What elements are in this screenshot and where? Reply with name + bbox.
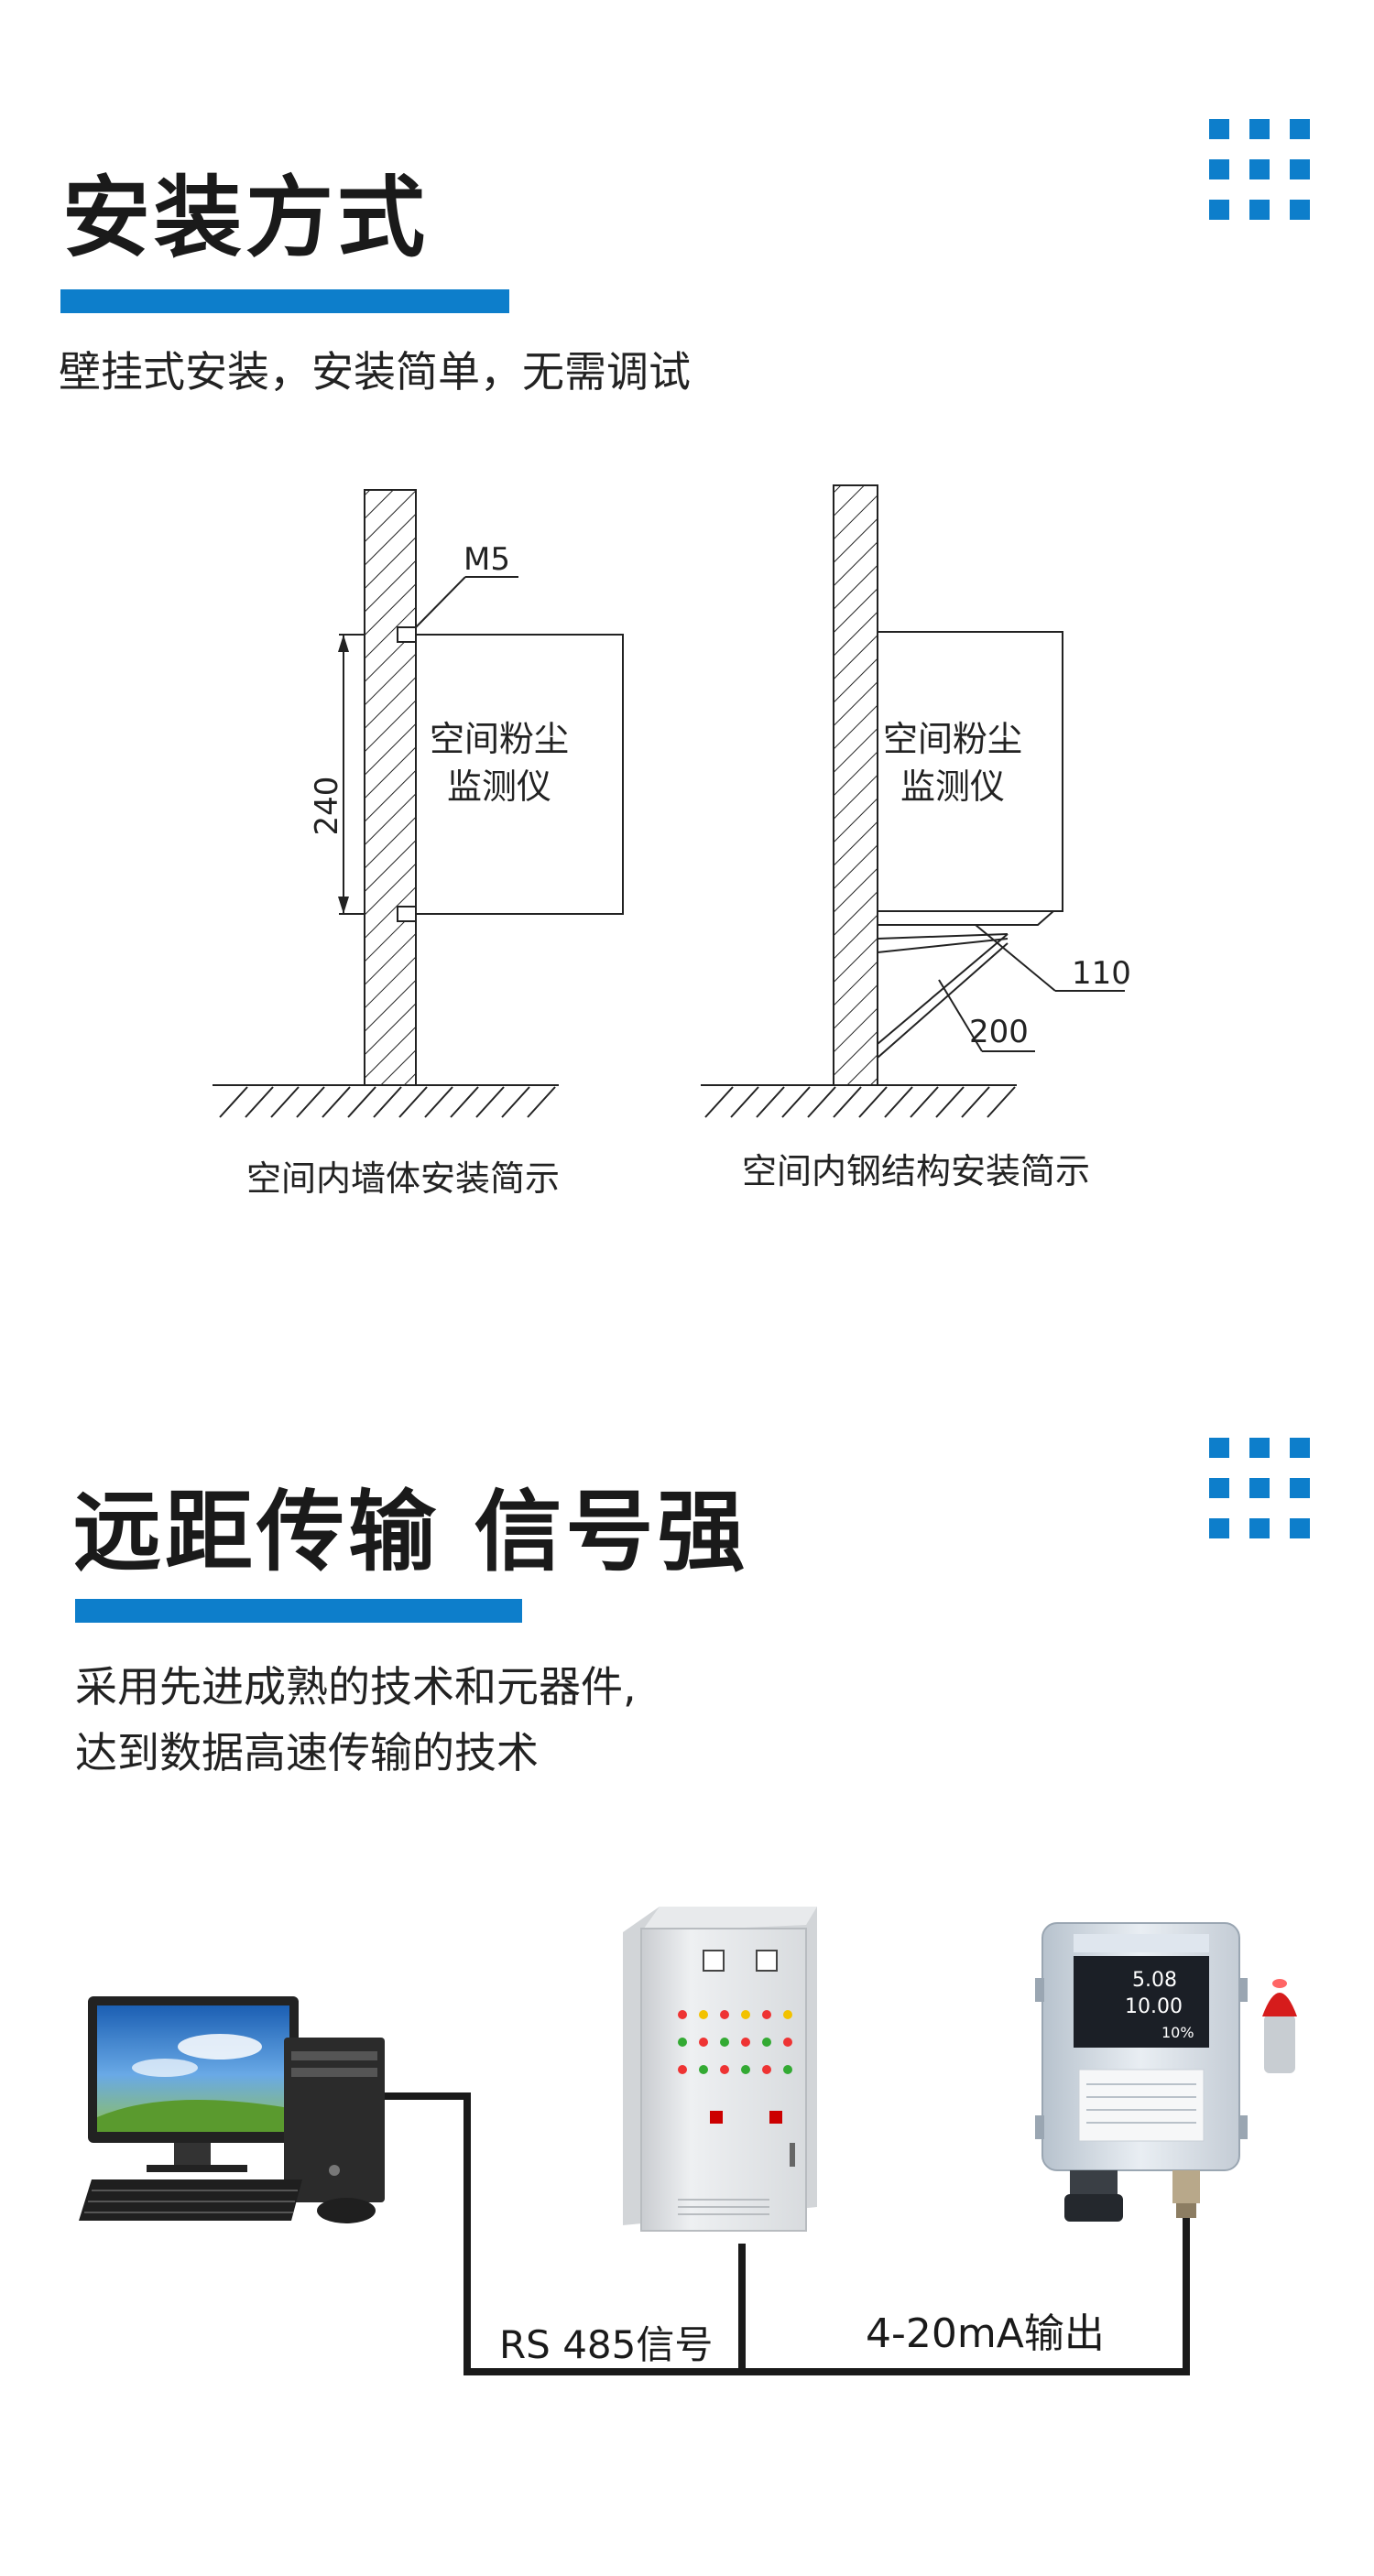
device-box: [415, 634, 624, 915]
bolt-label: M5: [463, 541, 510, 578]
transmission-diagram: RS 485信号 4-20mA输出: [79, 1907, 1297, 2375]
dimension-240: 240: [309, 777, 345, 836]
section2-title: 远距传输 信号强: [73, 1481, 749, 1583]
control-cabinet-icon: [623, 1907, 817, 2232]
analog-output-label: 4-20mA输出: [866, 2310, 1105, 2357]
wall-hatched: [364, 489, 417, 1086]
dust-monitor-icon: 5.08 10.00 10%: [1035, 1922, 1248, 2222]
section1-title: 安装方式: [62, 167, 429, 269]
screen-reading-3: 10%: [1161, 2024, 1194, 2041]
rs485-label: RS 485信号: [499, 2322, 713, 2367]
ground-hatch: [219, 1086, 556, 1118]
ground-hatch-2: [704, 1086, 1016, 1118]
section2-accent-bar: [75, 1599, 522, 1623]
computer-icon: [79, 1996, 385, 2223]
section2-subtitle-line2: 达到数据高速传输的技术: [75, 1728, 539, 1777]
wall-caption: 空间内墙体安装简示: [246, 1158, 560, 1199]
section2-subtitle-line1: 采用先进成熟的技术和元器件,: [75, 1662, 637, 1712]
device-label-line2-2: 监测仪: [900, 766, 1005, 807]
screen-reading-2: 10.00: [1125, 1995, 1183, 2018]
wall-mount-diagram: M5 240 空间粉尘 监测仪 空间内墙体安装简示: [213, 489, 624, 1199]
steel-column-hatched: [833, 484, 878, 1086]
alarm-light-icon: [1262, 1979, 1297, 2073]
device-label-line1-2: 空间粉尘: [883, 719, 1022, 759]
cabinet-indicator-lights: [678, 2010, 792, 2074]
dot-grid-icon: [1209, 119, 1310, 220]
installation-diagrams: M5 240 空间粉尘 监测仪 空间内墙体安装简示: [213, 484, 1131, 1199]
device-label-line2: 监测仪: [447, 766, 551, 807]
section1-accent-bar: [60, 289, 509, 313]
dot-grid-icon-2: [1209, 1438, 1310, 1538]
device-label-line1: 空间粉尘: [430, 719, 569, 759]
section1-subtitle: 壁挂式安装，安装简单，无需调试: [59, 347, 691, 397]
signal-wires: [366, 2092, 1190, 2375]
steel-caption: 空间内钢结构安装简示: [742, 1151, 1090, 1191]
dimension-200: 200: [969, 1014, 1029, 1050]
device-box-2: [877, 631, 1063, 912]
steel-mount-diagram: 110 200 空间粉尘 监测仪 空间内钢结构安装简示: [701, 484, 1131, 1191]
screen-reading-1: 5.08: [1132, 1969, 1177, 1992]
dimension-110: 110: [1072, 955, 1131, 992]
